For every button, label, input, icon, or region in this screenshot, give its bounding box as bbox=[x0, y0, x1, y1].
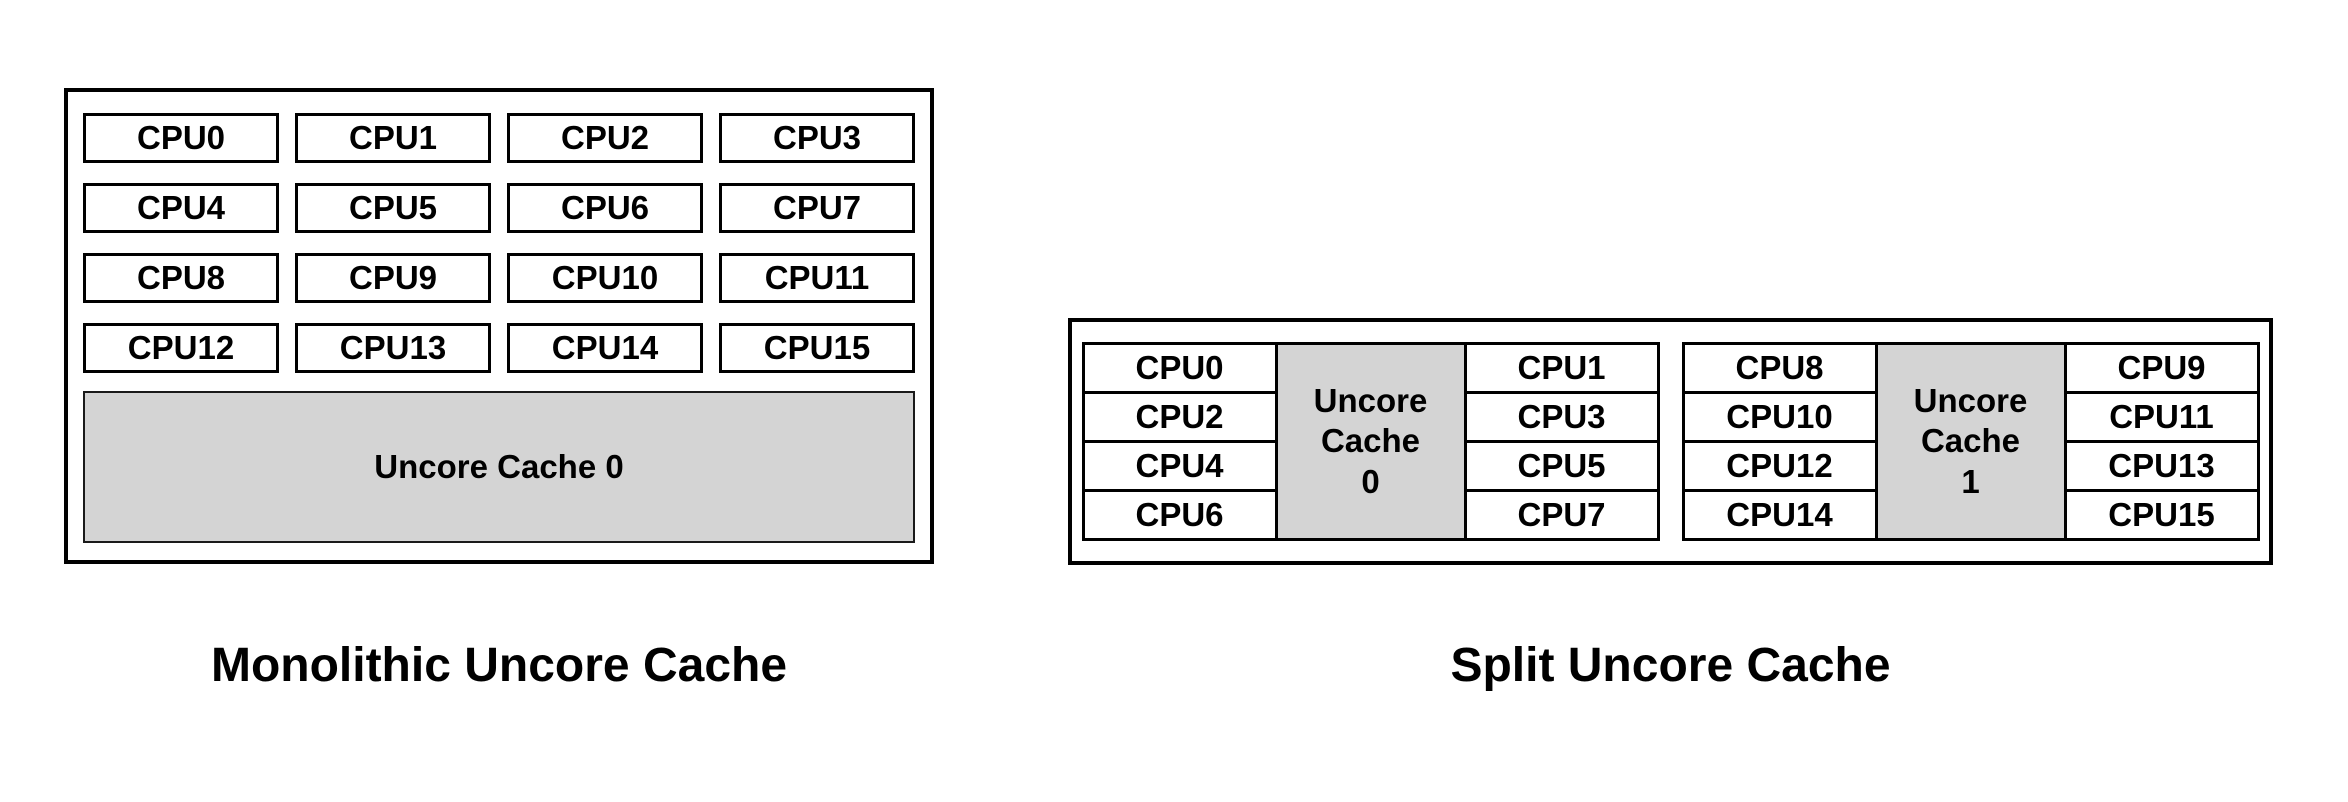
uncore-cluster-1: CPU8 CPU10 CPU12 CPU14 Uncore Cache 1 CP… bbox=[1681, 342, 2260, 541]
cpu-box: CPU7 bbox=[1466, 492, 1657, 538]
cpu-box: CPU14 bbox=[507, 323, 703, 373]
cpu-box: CPU6 bbox=[1084, 492, 1275, 538]
cpu-box: CPU15 bbox=[719, 323, 915, 373]
cpu-box: CPU3 bbox=[719, 113, 915, 163]
cpu-box: CPU3 bbox=[1466, 394, 1657, 440]
cpu-box: CPU11 bbox=[2066, 394, 2257, 440]
cpu-box: CPU1 bbox=[1466, 345, 1657, 391]
cpu-box: CPU13 bbox=[2066, 443, 2257, 489]
cpu-box: CPU2 bbox=[507, 113, 703, 163]
cpu-box: CPU5 bbox=[1466, 443, 1657, 489]
cpu-box: CPU0 bbox=[1084, 345, 1275, 391]
cpu-box: CPU12 bbox=[1684, 443, 1875, 489]
uncore-cache-1-cell: Uncore Cache 1 bbox=[1877, 345, 2064, 538]
cpu-box: CPU9 bbox=[295, 253, 491, 303]
split-caption: Split Uncore Cache bbox=[1450, 639, 1891, 692]
cpu-box: CPU2 bbox=[1084, 394, 1275, 440]
monolithic-package-box: CPU0 CPU1 CPU2 CPU3 CPU4 CPU5 CPU6 CPU7 … bbox=[64, 88, 934, 564]
cpu-box: CPU12 bbox=[83, 323, 279, 373]
cache-label-line: Cache bbox=[1920, 422, 2021, 460]
cpu-box: CPU5 bbox=[295, 183, 491, 233]
cpu-box: CPU14 bbox=[1684, 492, 1875, 538]
cache-label-line: Cache bbox=[1320, 422, 1421, 460]
cpu-box: CPU11 bbox=[719, 253, 915, 303]
monolithic-caption: Monolithic Uncore Cache bbox=[210, 639, 788, 692]
cpu-box: CPU0 bbox=[83, 113, 279, 163]
cpu-box: CPU4 bbox=[83, 183, 279, 233]
uncore-cache-0-box: Uncore Cache 0 bbox=[83, 391, 915, 543]
split-package-box: CPU0 CPU2 CPU4 CPU6 Uncore Cache 0 CPU1 … bbox=[1068, 318, 2273, 565]
cache-label-line: 0 bbox=[1361, 462, 1380, 500]
cpu-box: CPU13 bbox=[295, 323, 491, 373]
cpu-box: CPU10 bbox=[1684, 394, 1875, 440]
cpu-box: CPU6 bbox=[507, 183, 703, 233]
cpu-box: CPU7 bbox=[719, 183, 915, 233]
cache-label-line: Uncore bbox=[1913, 382, 2028, 420]
cpu-box: CPU1 bbox=[295, 113, 491, 163]
cpu-box: CPU9 bbox=[2066, 345, 2257, 391]
cpu-box: CPU8 bbox=[1684, 345, 1875, 391]
cache-label-line: 1 bbox=[1961, 462, 1980, 500]
cpu-box: CPU8 bbox=[83, 253, 279, 303]
cpu-box: CPU4 bbox=[1084, 443, 1275, 489]
cache-label-line: Uncore bbox=[1313, 382, 1428, 420]
monolithic-cpu-grid: CPU0 CPU1 CPU2 CPU3 CPU4 CPU5 CPU6 CPU7 … bbox=[83, 113, 915, 373]
uncore-cache-0-cell: Uncore Cache 0 bbox=[1277, 345, 1464, 538]
cpu-box: CPU10 bbox=[507, 253, 703, 303]
cpu-box: CPU15 bbox=[2066, 492, 2257, 538]
uncore-cluster-0: CPU0 CPU2 CPU4 CPU6 Uncore Cache 0 CPU1 … bbox=[1081, 342, 1660, 541]
